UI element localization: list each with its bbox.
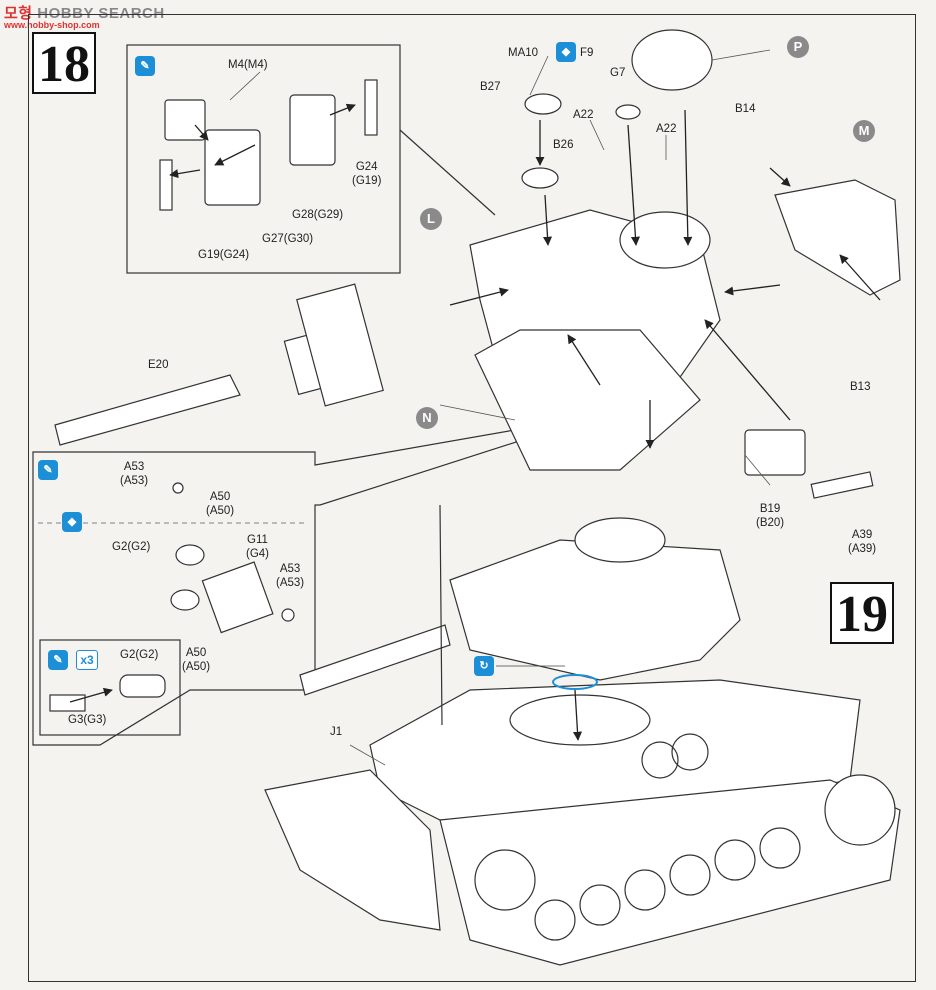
inset-box-grabhandles <box>32 414 601 746</box>
label-g19: G19(G24) <box>198 249 250 261</box>
label-a39: A39(A39) <box>848 529 877 555</box>
label-b27: B27 <box>480 81 501 93</box>
marker-p: P <box>787 36 809 58</box>
cupola <box>631 29 713 91</box>
label-a22b: A22 <box>656 123 677 135</box>
watermark-en: HOBBY SEARCH <box>37 5 165 22</box>
x3-badge: x3 <box>76 650 98 670</box>
label-g2b: G2(G2) <box>120 649 159 661</box>
label-j1: J1 <box>330 726 343 738</box>
label-m4: M4(M4) <box>228 59 268 71</box>
label-b14: B14 <box>735 103 756 115</box>
schurzen-plate <box>774 179 901 296</box>
page-frame <box>28 14 916 982</box>
label-g11: G11(G4) <box>246 534 269 560</box>
glue-icon: ✎ <box>135 56 155 76</box>
rotate-icon: ↻ <box>474 656 494 676</box>
label-b19: B19(B20) <box>756 503 785 529</box>
watermark-sub: www.hobby-shop.com <box>4 20 100 30</box>
label-e20: E20 <box>148 359 169 371</box>
glue-icon: ✎ <box>38 460 58 480</box>
marker-l: L <box>420 208 442 230</box>
step-number-19: 19 <box>830 582 894 644</box>
label-g27: G27(G30) <box>262 233 314 245</box>
watermark-cn: 모형 <box>4 5 33 22</box>
marker-m: M <box>853 120 875 142</box>
label-g7: G7 <box>610 67 626 79</box>
label-ma10: MA10 <box>508 47 539 59</box>
label-a22a: A22 <box>573 109 594 121</box>
label-a53: A53(A53) <box>120 461 149 487</box>
label-f9: F9 <box>580 47 594 59</box>
label-a50b: A50(A50) <box>182 647 211 673</box>
label-g3: G3(G3) <box>68 714 107 726</box>
label-g24: G24(G19) <box>352 161 382 187</box>
gun-barrel-e20 <box>54 374 241 446</box>
watermark: 모형 HOBBY SEARCH <box>4 2 165 23</box>
label-g2: G2(G2) <box>112 541 151 553</box>
step-number-18: 18 <box>32 32 96 94</box>
label-b13: B13 <box>850 381 871 393</box>
option-icon: ◆ <box>62 512 82 532</box>
label-g28: G28(G29) <box>292 209 344 221</box>
label-b26: B26 <box>553 139 574 151</box>
label-a50: A50(A50) <box>206 491 235 517</box>
option-icon: ◆ <box>556 42 576 62</box>
label-a53b: A53(A53) <box>276 563 305 589</box>
marker-n: N <box>416 407 438 429</box>
inset-box-hatch <box>126 44 401 274</box>
glue-icon: ✎ <box>48 650 68 670</box>
